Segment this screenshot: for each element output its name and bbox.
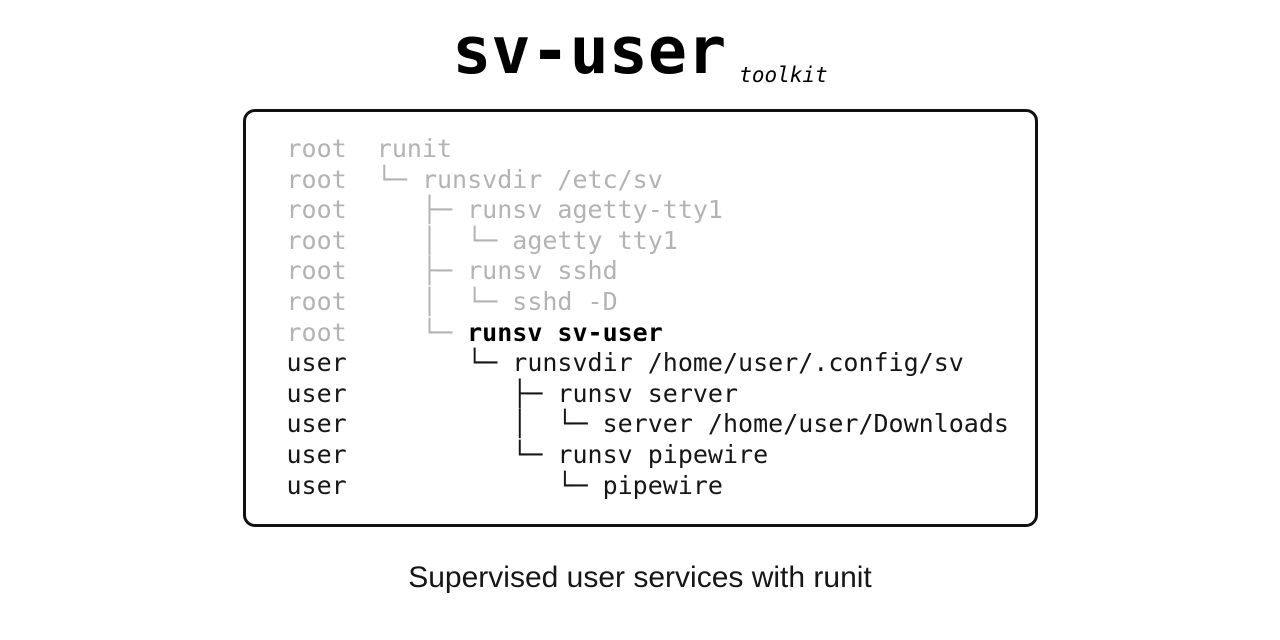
owner-cell: user — [286, 378, 347, 408]
tree-row: user └─ runsv pipewire — [287, 440, 1017, 471]
process-label: server /home/user/Downloads — [602, 409, 1009, 439]
owner-cell: user — [286, 439, 347, 469]
tree-row: root ├─ runsv sshd — [287, 256, 1017, 287]
owner-cell: root — [286, 195, 347, 225]
tree-row: user └─ runsvdir /home/user/.config/sv — [287, 348, 1017, 379]
footer: Supervised user services with runit — [0, 560, 1280, 595]
tree-row: root │ └─ sshd -D — [287, 287, 1017, 318]
tree-branch: └─ — [376, 470, 603, 500]
owner-cell: root — [286, 134, 347, 163]
process-label: runsvdir /home/user/.config/sv — [512, 348, 964, 378]
process-label: agetty tty1 — [512, 225, 678, 255]
tree-row: root ├─ runsv agetty-tty1 — [287, 195, 1017, 226]
owner-cell: root — [286, 286, 347, 316]
tree-branch: └─ — [376, 439, 558, 469]
tree-branch: ├─ — [376, 256, 468, 286]
process-label: runsv agetty-tty1 — [467, 195, 723, 225]
tree-branch: └─ — [376, 164, 422, 194]
app-subtitle: toolkit — [739, 63, 828, 87]
tree-row: user ├─ runsv server — [287, 379, 1017, 410]
tree-row: root runit — [287, 134, 1017, 165]
tree-branch: │ └─ — [376, 409, 603, 439]
process-label: runit — [376, 134, 453, 163]
process-label: runsv sv-user — [467, 317, 663, 347]
app-title: sv-user — [452, 14, 727, 89]
tree-branch: ├─ — [376, 378, 558, 408]
process-label: runsvdir /etc/sv — [421, 164, 663, 194]
process-label: runsv pipewire — [557, 439, 769, 469]
owner-cell: user — [286, 409, 347, 439]
tree-row: root └─ runsvdir /etc/sv — [287, 165, 1017, 196]
owner-cell: root — [286, 256, 347, 286]
owner-cell: root — [286, 164, 347, 194]
tree-branch: │ └─ — [376, 286, 513, 316]
tree-branch: ├─ — [376, 195, 468, 225]
tree-row: user └─ pipewire — [287, 471, 1017, 502]
process-label: runsv sshd — [467, 256, 618, 286]
header: sv-user toolkit — [0, 0, 1280, 109]
tree-row: user │ └─ server /home/user/Downloads — [287, 409, 1017, 440]
process-label: runsv server — [557, 378, 739, 408]
tree-branch: └─ — [376, 348, 513, 378]
caption: Supervised user services with runit — [408, 561, 872, 595]
tree-row: root │ └─ agetty tty1 — [287, 226, 1017, 257]
tree-row: root └─ runsv sv-user — [287, 318, 1017, 349]
owner-cell: root — [286, 225, 347, 255]
tree-branch: └─ — [376, 317, 468, 347]
process-label: pipewire — [602, 470, 723, 500]
owner-cell: user — [286, 470, 347, 500]
tree-branch: │ └─ — [376, 225, 513, 255]
owner-cell: root — [286, 317, 347, 347]
owner-cell: user — [286, 348, 347, 378]
process-label: sshd -D — [512, 286, 618, 316]
